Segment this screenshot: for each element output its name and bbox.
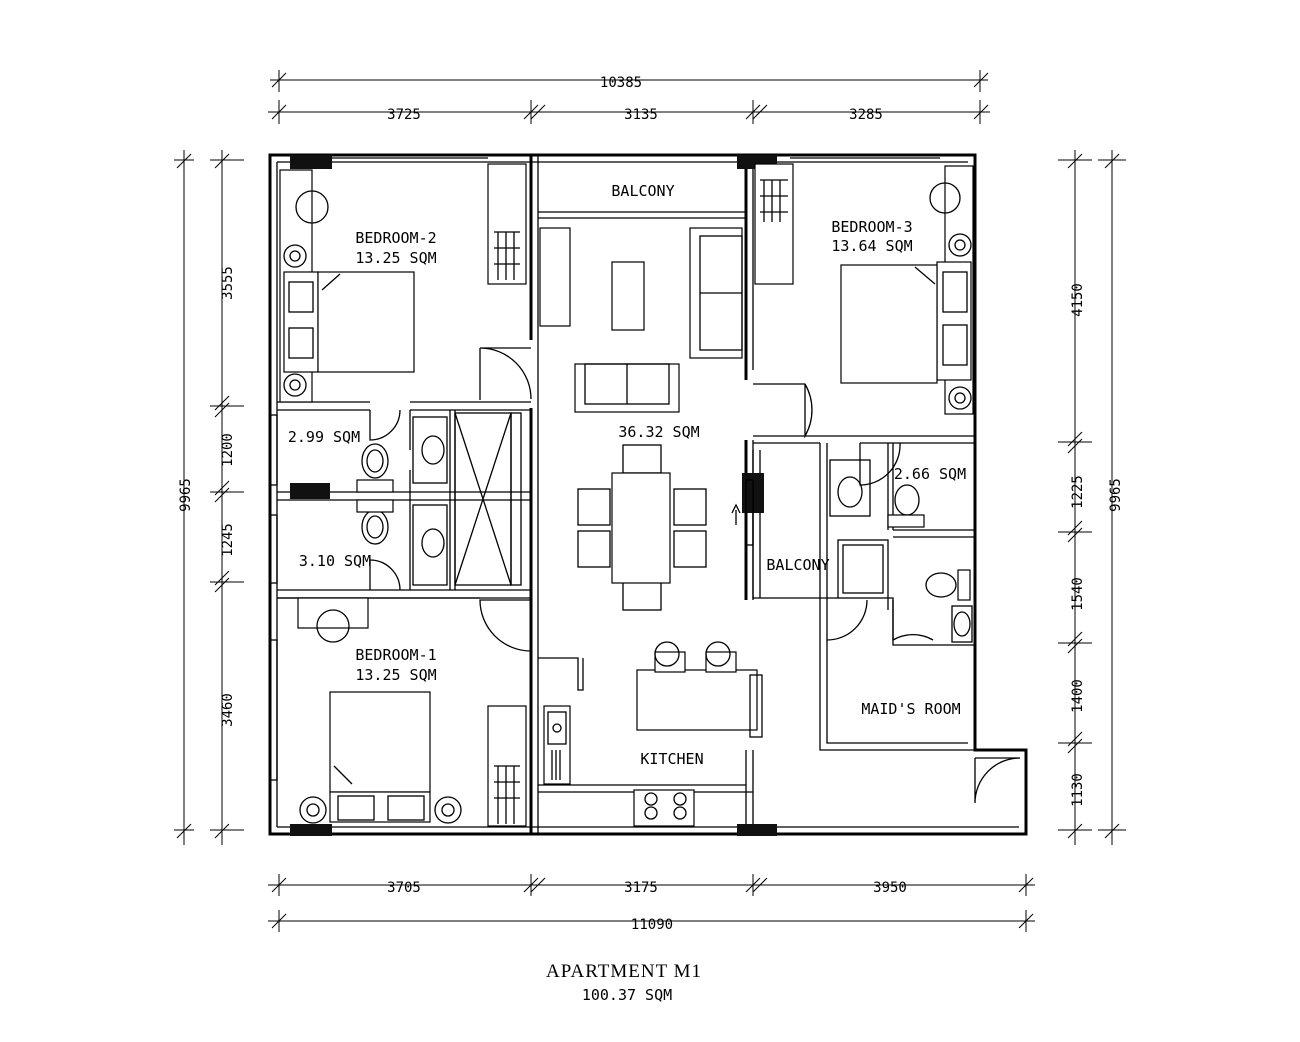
dim-top-total: 10385 [600, 75, 642, 91]
dim-top-2: 3135 [624, 107, 658, 123]
dim-left-4: 3460 [220, 693, 236, 727]
plan-title: APARTMENT M1 [546, 961, 702, 982]
dim-right-5: 1130 [1070, 773, 1086, 807]
dim-bottom-3: 3950 [873, 880, 907, 896]
dim-right-1: 4150 [1070, 283, 1086, 317]
dim-right-3: 1540 [1070, 577, 1086, 611]
balcony-mid-label: BALCONY [766, 556, 829, 574]
windows [269, 157, 940, 781]
dim-left-total: 9965 [178, 478, 194, 512]
bedroom-3-area: 13.64 SQM [831, 237, 912, 255]
bedroom-1-label: BEDROOM-1 [355, 646, 436, 664]
dim-bottom-2: 3175 [624, 880, 658, 896]
dim-right-total: 9965 [1108, 478, 1124, 512]
plan-total-area: 100.37 SQM [582, 986, 672, 1004]
bedroom-2-label: BEDROOM-2 [355, 229, 436, 247]
bedroom-1-area: 13.25 SQM [355, 666, 436, 684]
dim-top-1: 3725 [387, 107, 421, 123]
doors [369, 347, 1021, 804]
room-labels: BEDROOM-2 13.25 SQM BEDROOM-3 13.64 SQM … [288, 182, 966, 768]
dim-right-2: 1225 [1070, 475, 1086, 509]
dimension-labels: 10385 3725 3135 3285 3705 3175 3950 1109… [178, 75, 1124, 933]
dim-bottom-1: 3705 [387, 880, 421, 896]
dimension-lines [174, 70, 1126, 932]
kitchen-label: KITCHEN [640, 750, 703, 768]
dim-left-2: 1200 [220, 433, 236, 467]
columns [290, 155, 777, 836]
walls [268, 153, 1028, 836]
bedroom-3-label: BEDROOM-3 [831, 218, 912, 236]
bedroom-2-area: 13.25 SQM [355, 249, 436, 267]
dim-top-3: 3285 [849, 107, 883, 123]
bath-c-area: 2.66 SQM [894, 465, 966, 483]
dim-left-1: 3555 [220, 266, 236, 300]
living-area-label: 36.32 SQM [618, 423, 699, 441]
furniture [279, 163, 974, 827]
dim-bottom-total: 11090 [631, 917, 673, 933]
maids-room-label: MAID'S ROOM [861, 700, 960, 718]
bath-b-area: 3.10 SQM [299, 552, 371, 570]
dim-left-3: 1245 [220, 523, 236, 557]
balcony-top-label: BALCONY [611, 182, 674, 200]
bath-a-area: 2.99 SQM [288, 428, 360, 446]
dim-right-4: 1400 [1070, 679, 1086, 713]
